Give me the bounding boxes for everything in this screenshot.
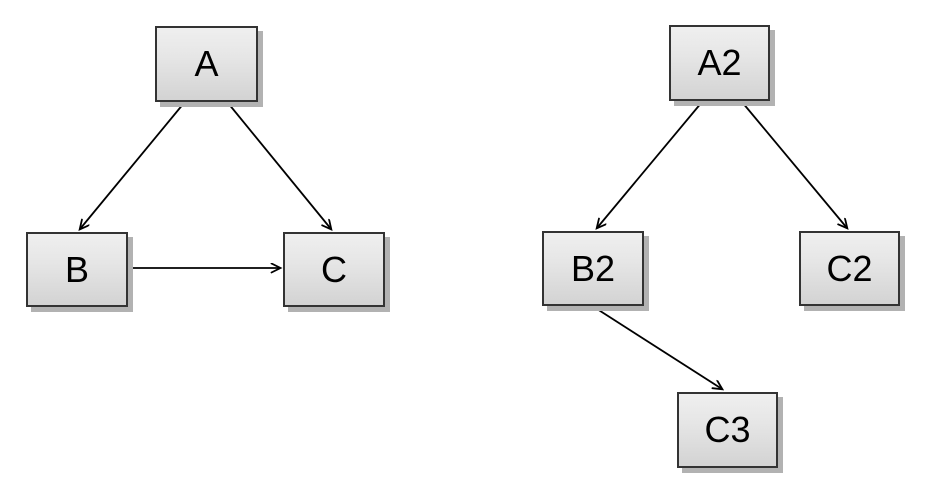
edge-A-to-C[interactable]: [227, 102, 331, 229]
node-label-C2: C2: [826, 247, 873, 289]
node-C[interactable]: C: [283, 232, 385, 307]
edge-B2-to-C3[interactable]: [593, 306, 722, 389]
node-label-B: B: [64, 248, 89, 290]
node-label-A: A: [194, 43, 219, 84]
node-label-C: C: [321, 248, 347, 290]
node-label-B2: B2: [570, 247, 616, 289]
edge-A2-to-B2[interactable]: [597, 101, 703, 228]
node-label-A2: A2: [697, 42, 742, 83]
edge-A2-to-C2[interactable]: [741, 101, 847, 228]
node-C3[interactable]: C3: [677, 392, 778, 468]
node-C2[interactable]: C2: [799, 231, 900, 306]
node-A2[interactable]: A2: [669, 25, 770, 101]
node-B[interactable]: B: [26, 232, 128, 307]
edge-A-to-B[interactable]: [80, 102, 185, 229]
node-label-C3: C3: [704, 409, 751, 450]
node-A[interactable]: A: [155, 26, 258, 102]
node-B2[interactable]: B2: [542, 231, 644, 306]
